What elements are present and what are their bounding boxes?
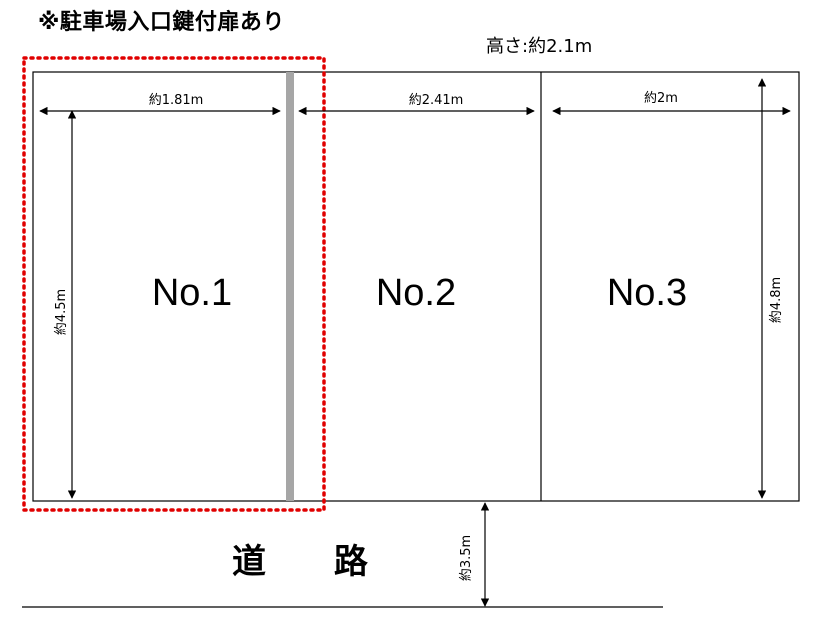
entrance-note: ※駐車場入口鍵付扉あり <box>38 10 285 35</box>
road-label: 道 路 <box>232 542 396 582</box>
divider-bar <box>286 72 294 501</box>
overall-depth-label: 約4.8m <box>769 277 784 323</box>
spot1-depth-label: 約4.5m <box>54 289 69 335</box>
height-note: 高さ:約2.1m <box>486 36 593 57</box>
road-distance-label: 約3.5m <box>459 535 474 581</box>
spot1-width-label: 約1.81m <box>149 93 204 108</box>
lot-outline <box>32 71 800 502</box>
spot2-width-label: 約2.41m <box>409 93 464 108</box>
spot2-label: No.2 <box>376 272 456 314</box>
entrance-outline <box>22 56 326 512</box>
spot1-label: No.1 <box>152 272 232 314</box>
spot3-width-label: 約2m <box>644 91 678 106</box>
spot3-label: No.3 <box>607 272 687 314</box>
